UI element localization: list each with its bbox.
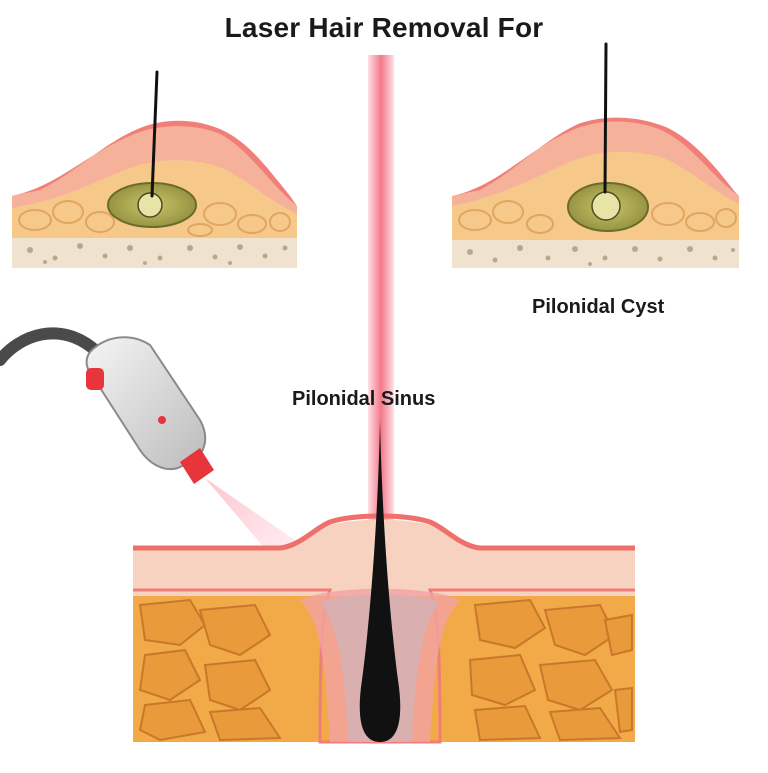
right-bone-layer bbox=[452, 238, 739, 268]
right-dermis-layer bbox=[452, 121, 739, 206]
right-follicle-bulb bbox=[591, 191, 621, 221]
hair-follicle-icon bbox=[359, 420, 401, 742]
bottom-skin-section bbox=[133, 420, 635, 744]
right-hair-shaft bbox=[603, 42, 608, 194]
left-skin-section bbox=[12, 70, 297, 268]
left-fat-cells bbox=[18, 200, 291, 237]
diagram-title: Laser Hair Removal For bbox=[224, 12, 544, 43]
device-body bbox=[85, 336, 207, 470]
device-nozzle bbox=[180, 448, 214, 484]
right-bone-speckles bbox=[467, 245, 735, 266]
device-indicator-light bbox=[158, 416, 166, 424]
laser-beam bbox=[368, 55, 394, 525]
device-cable bbox=[0, 327, 101, 366]
right-fat-cells bbox=[458, 200, 737, 234]
device-side-button bbox=[86, 368, 104, 390]
left-hair-shaft bbox=[150, 70, 159, 198]
label-pilonidal-sinus: Pilonidal Sinus bbox=[292, 388, 436, 410]
left-dermis-layer bbox=[12, 126, 297, 214]
label-pilonidal-cyst: Pilonidal Cyst bbox=[532, 296, 665, 318]
right-skin-section bbox=[452, 42, 739, 268]
bottom-fat-cells bbox=[138, 598, 633, 742]
left-follicle-bulb bbox=[137, 192, 163, 218]
right-epidermis bbox=[452, 117, 739, 196]
left-bone-speckles bbox=[27, 243, 288, 265]
left-bone-layer bbox=[12, 236, 297, 268]
